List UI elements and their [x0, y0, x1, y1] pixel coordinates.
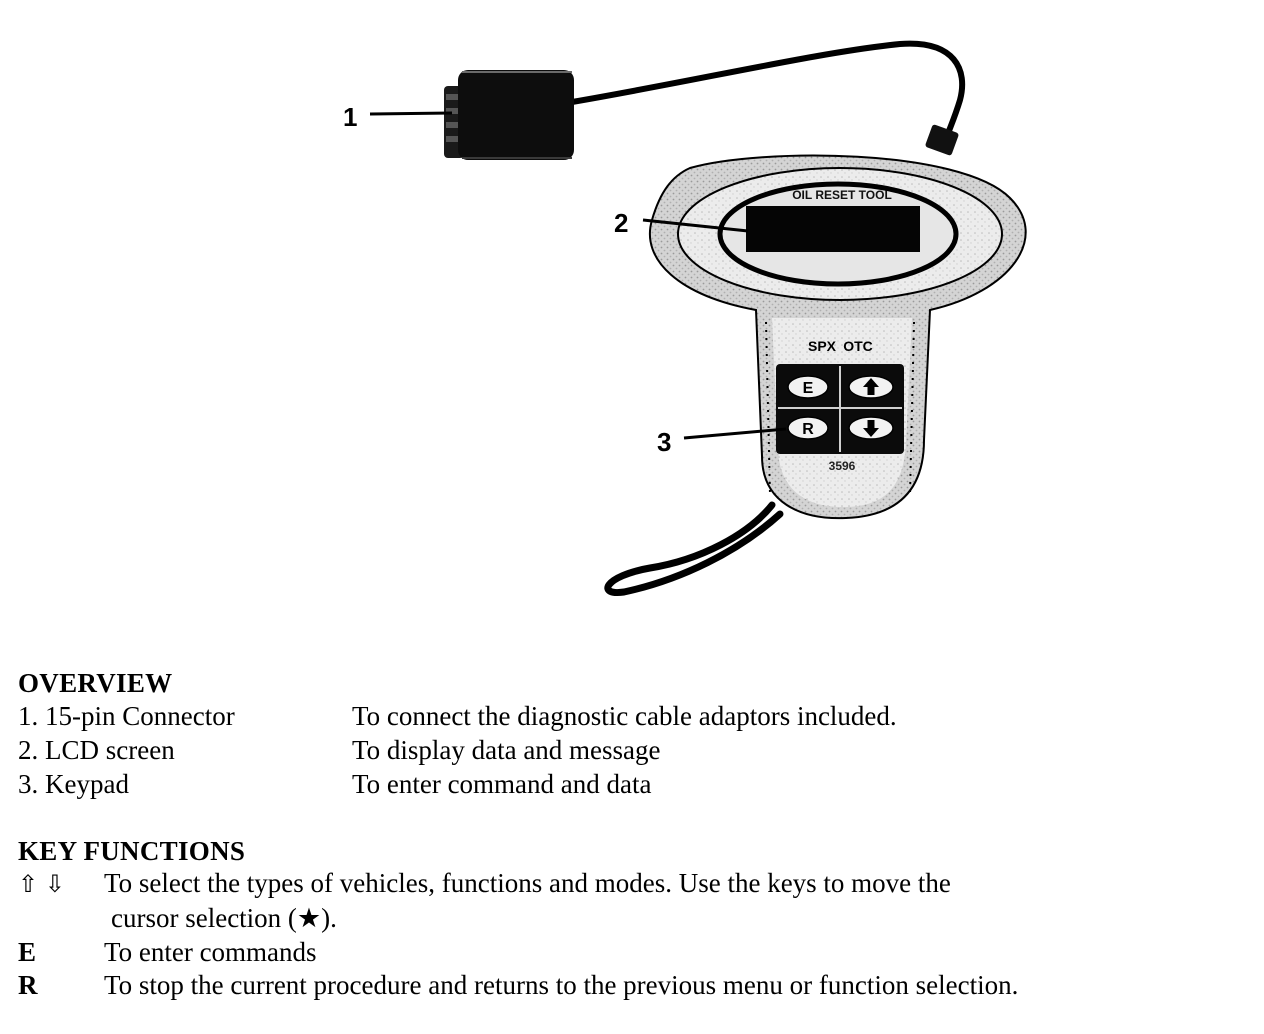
key-r[interactable]: R: [787, 416, 829, 440]
key-down[interactable]: [848, 416, 894, 440]
brand-spx: SPX: [808, 338, 837, 354]
down-arrow-icon: [863, 420, 879, 437]
down-outline-arrow-icon: ⇩: [44, 870, 65, 898]
up-arrow-icon: [863, 378, 879, 395]
overview-item-description: To display data and message: [352, 735, 661, 765]
overview-item-description: To enter command and data: [352, 769, 652, 799]
enter-key-description: To enter commands: [104, 937, 317, 967]
keypad: E R: [776, 364, 904, 454]
cable: [569, 40, 966, 145]
reset-key-description: To stop the current procedure and return…: [104, 970, 1019, 1000]
overview-heading: OVERVIEW: [18, 668, 173, 698]
callout-2: 2: [614, 208, 749, 238]
lcd-screen: [746, 206, 920, 252]
enter-key-label: E: [18, 937, 37, 967]
model-number: 3596: [829, 459, 856, 473]
arrow-keys-label: ⇧ ⇩: [18, 868, 65, 899]
key-r-label: R: [802, 421, 814, 438]
arrow-keys-description: To select the types of vehicles, functio…: [104, 868, 951, 898]
device-figure: OIL RESET TOOL SPX OTC E R 3596 1 2: [343, 40, 1027, 597]
callout-3-label: 3: [657, 427, 671, 457]
callout-3: 3: [657, 427, 787, 457]
connector-15-pin: [444, 70, 574, 160]
brand-otc: OTC: [843, 338, 873, 354]
key-e-label: E: [803, 380, 814, 397]
key-functions-heading: KEY FUNCTIONS: [18, 836, 246, 866]
callout-1-label: 1: [343, 102, 357, 132]
key-e[interactable]: E: [787, 375, 829, 399]
arrow-keys-description-continued: cursor selection (★).: [111, 903, 337, 933]
key-up[interactable]: [848, 375, 894, 399]
cable-strain-relief: [925, 124, 959, 156]
callout-1: 1: [343, 102, 453, 132]
wrist-strap: [604, 501, 784, 597]
overview-item-name: 1. 15-pin Connector: [18, 701, 235, 731]
screen-caption: OIL RESET TOOL: [792, 188, 892, 202]
up-outline-arrow-icon: ⇧: [18, 870, 39, 898]
overview-item-name: 3. Keypad: [18, 769, 129, 799]
reset-key-label: R: [18, 970, 38, 1000]
overview-item-name: 2. LCD screen: [18, 735, 175, 765]
overview-item-description: To connect the diagnostic cable adaptors…: [352, 701, 897, 731]
callout-2-label: 2: [614, 208, 628, 238]
